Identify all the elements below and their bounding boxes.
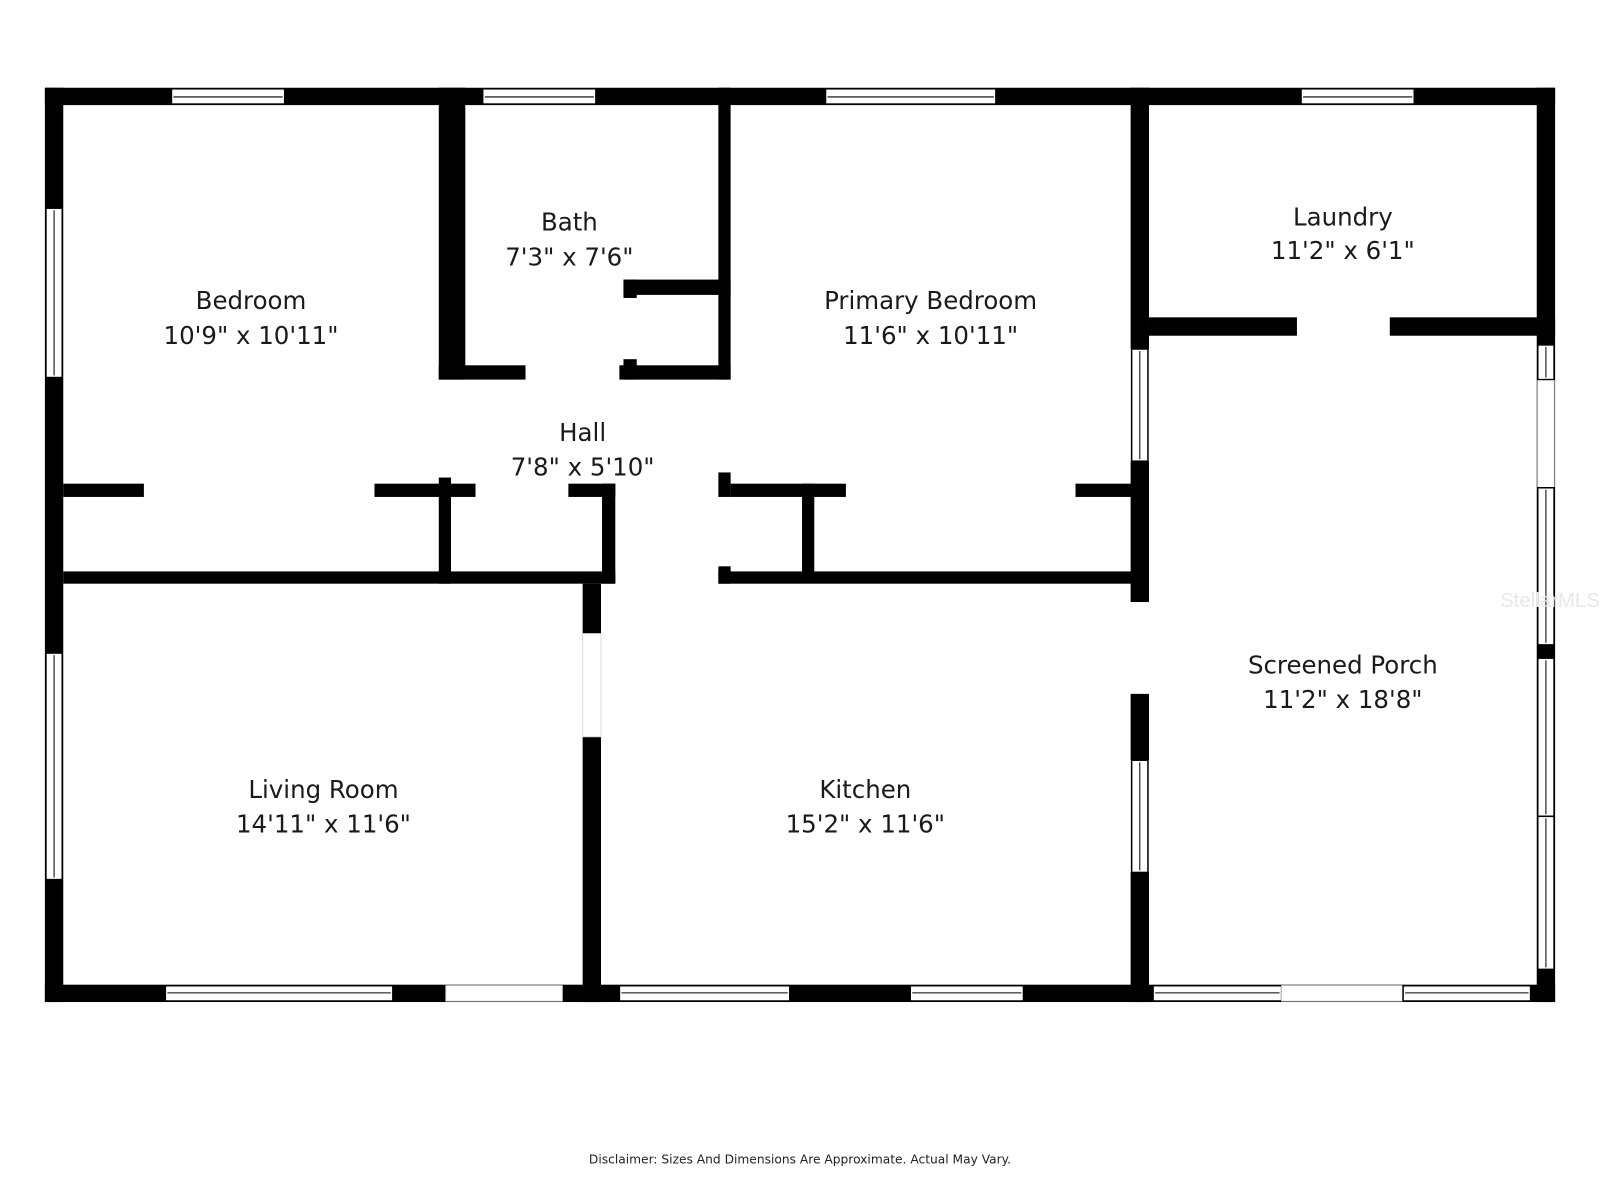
room-name-living-room: Living Room xyxy=(248,775,398,804)
room-size-laundry: 11'2" x 6'1" xyxy=(1271,236,1415,265)
room-name-kitchen: Kitchen xyxy=(819,775,911,804)
room-size-living-room: 14'11" x 11'6" xyxy=(236,810,411,839)
watermark: StellarMLS xyxy=(1500,590,1600,612)
room-size-hall: 7'8" x 5'10" xyxy=(511,453,655,482)
room-name-screened-porch: Screened Porch xyxy=(1248,650,1438,679)
room-size-bedroom: 10'9" x 10'11" xyxy=(164,321,339,350)
room-size-primary-bedroom: 11'6" x 10'11" xyxy=(843,321,1018,350)
room-labels: Bedroom 10'9" x 10'11" Bath 7'3" x 7'6" … xyxy=(164,203,1438,839)
disclaimer: Disclaimer: Sizes And Dimensions Are App… xyxy=(589,1152,1011,1166)
room-name-bedroom: Bedroom xyxy=(196,286,307,315)
room-name-bath: Bath xyxy=(541,208,598,237)
room-size-bath: 7'3" x 7'6" xyxy=(505,242,633,271)
room-name-laundry: Laundry xyxy=(1293,203,1393,232)
room-size-kitchen: 15'2" x 11'6" xyxy=(786,810,945,839)
room-size-screened-porch: 11'2" x 18'8" xyxy=(1263,685,1422,714)
room-name-hall: Hall xyxy=(559,418,606,447)
windows xyxy=(45,88,1555,1002)
room-name-primary-bedroom: Primary Bedroom xyxy=(824,286,1037,315)
